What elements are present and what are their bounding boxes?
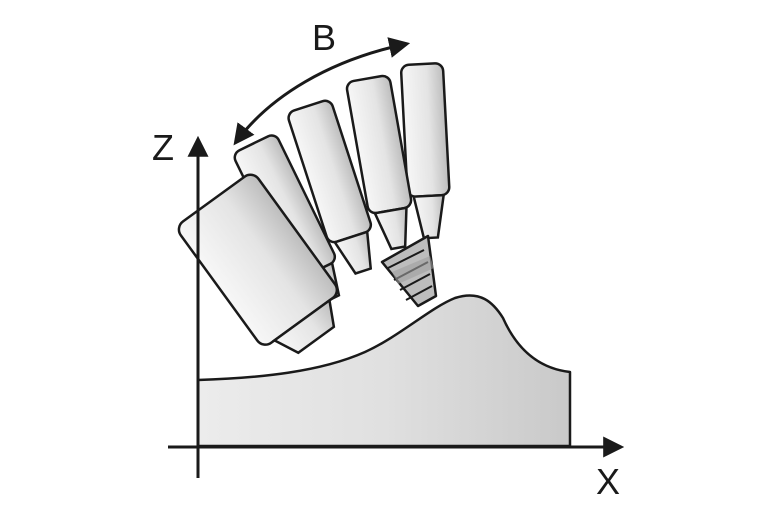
workpiece xyxy=(196,294,572,448)
tool-holder-1 xyxy=(399,62,451,240)
x-axis-label: X xyxy=(596,461,620,502)
tool-holders xyxy=(177,62,451,355)
end-mill-cutter xyxy=(380,234,438,308)
rotation-arrow-b xyxy=(233,37,411,146)
tool-holder-5 xyxy=(177,173,339,355)
rotation-label-b: B xyxy=(312,17,336,58)
z-axis-label: Z xyxy=(152,127,174,168)
